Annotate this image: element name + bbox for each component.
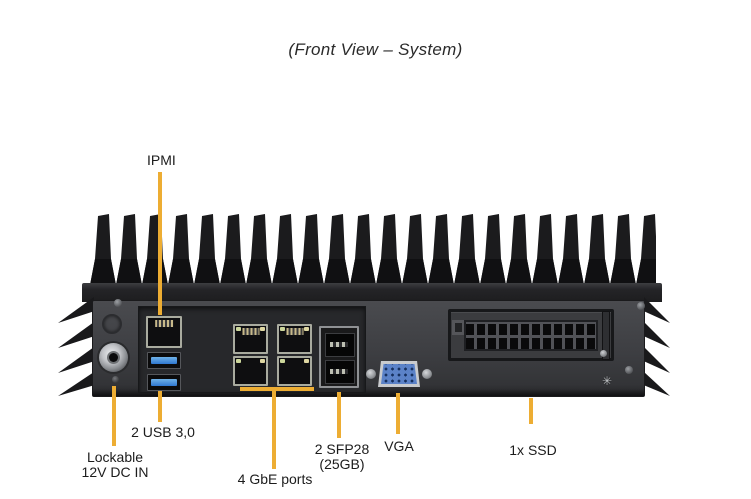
sfp28-port-1 (325, 333, 355, 357)
vga-screw (366, 369, 376, 379)
label-vga: VGA (384, 438, 414, 454)
left-side-fin (58, 322, 94, 348)
callout-bracket-gbe (240, 387, 314, 391)
ssd-bay-grille (464, 320, 598, 351)
left-side-fin (58, 372, 94, 396)
vga-screw (422, 369, 432, 379)
label-ssd: 1x SSD (509, 442, 557, 458)
heatsink-fins (90, 213, 656, 285)
rj45-pins (241, 328, 260, 335)
ssd-latch-pin (600, 350, 607, 357)
link-led (280, 359, 285, 363)
callout-line-ipmi (158, 172, 162, 315)
rj45-pins (155, 320, 173, 327)
callout-line-dc-in (112, 386, 116, 446)
dc-power-jack (99, 343, 128, 372)
panel-screw (114, 299, 122, 307)
dc-jack-hole (109, 353, 118, 362)
callout-line-usb (158, 391, 162, 422)
vga-pins (381, 364, 417, 384)
activity-led (304, 359, 309, 363)
left-side-fin (58, 347, 94, 373)
label-dc-in: Lockable 12V DC IN (82, 450, 149, 480)
label-dc-in-line2: 12V DC IN (81, 464, 149, 480)
usb3-port-2 (147, 374, 181, 391)
gbe-port-3 (233, 356, 268, 386)
label-dc-in-line1: Lockable (86, 449, 144, 465)
panel-screw (625, 366, 633, 374)
right-side-fin (644, 322, 670, 348)
activity-led (260, 327, 265, 331)
panel-screw (112, 376, 119, 383)
callout-line-ssd (529, 398, 533, 424)
gbe-port-4 (277, 356, 312, 386)
link-led (236, 327, 241, 331)
sfp28-cage (319, 326, 359, 388)
vga-port (366, 360, 432, 388)
activity-led (304, 327, 309, 331)
callout-line-gbe (272, 387, 276, 469)
label-usb: 2 USB 3,0 (131, 424, 195, 440)
panel-screw (637, 302, 645, 310)
gbe-port-2 (277, 324, 312, 354)
label-sfp-line2: (25GB) (319, 456, 365, 472)
link-led (236, 359, 241, 363)
label-gbe: 4 GbE ports (237, 471, 313, 487)
page-title: (Front View – System) (288, 40, 463, 59)
link-led (280, 327, 285, 331)
callout-line-vga (396, 393, 400, 434)
heatsink-base (82, 283, 662, 302)
sfp28-port-2 (325, 360, 355, 384)
label-sfp-line1: 2 SFP28 (314, 441, 370, 457)
right-side-fin (644, 347, 670, 373)
ipmi-lan-port (146, 316, 182, 348)
vga-connector (378, 361, 420, 387)
rj45-pins (285, 328, 304, 335)
right-side-fin (644, 372, 670, 396)
ssd-bay-latch (602, 311, 610, 360)
label-ipmi: IPMI (147, 152, 176, 168)
grounding-symbol: ✳ (602, 374, 613, 388)
usb-tongue (151, 379, 177, 386)
usb-tongue (151, 357, 177, 364)
usb3-port-1 (147, 352, 181, 369)
label-sfp: 2 SFP28 (25GB) (315, 442, 369, 472)
activity-led (260, 359, 265, 363)
round-knockout (102, 314, 122, 334)
callout-line-sfp (337, 392, 341, 438)
ssd-tray-handle (452, 320, 465, 335)
gbe-port-1 (233, 324, 268, 354)
